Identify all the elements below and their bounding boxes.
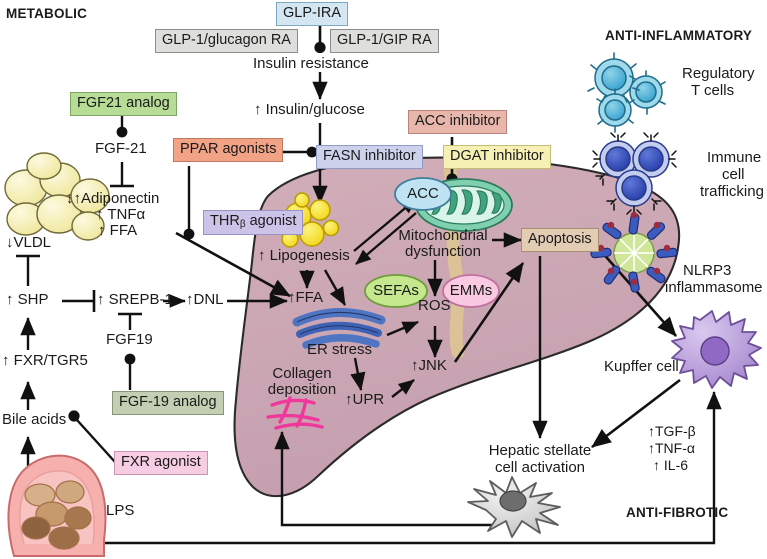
- label-hepatic-stellate-line2: cell activation: [494, 459, 586, 476]
- arrow-kupffer-hsc: [591, 378, 681, 449]
- kupffer-cell-graphic: [671, 310, 762, 389]
- intestine-graphic: [7, 454, 107, 557]
- label-fxr-tgr5: ↑ FXR/TGR5: [2, 352, 88, 369]
- label-nlrp3-line1: NLRP3: [683, 262, 732, 279]
- drug-box-ppar-agonists[interactable]: PPAR agonists: [173, 138, 284, 162]
- label-collagen-deposition-line1: Collagen: [272, 365, 332, 382]
- label-vldl: ↓VLDL: [6, 234, 52, 251]
- inhibit-dot-glp1ra: [314, 41, 326, 54]
- drug-box-fxr-agonist[interactable]: FXR agonist: [114, 451, 208, 475]
- label-upr: ↑UPR: [345, 391, 385, 408]
- label-fgf19: FGF19: [106, 331, 153, 348]
- arrow-lipogenesis-acc: [353, 198, 417, 252]
- label-insulin-resistance: Insulin resistance: [253, 55, 369, 72]
- label-insulin-glucose: ↑ Insulin/glucose: [254, 101, 365, 118]
- drug-box-fasn-inhibitor[interactable]: FASN inhibitor: [316, 145, 423, 169]
- drug-box-dgat-inhibitor[interactable]: DGAT inhibitor: [443, 145, 551, 169]
- line-fxragonist-intestine: [76, 419, 116, 463]
- acc-oval-graphic: [394, 177, 452, 211]
- label-jnk: ↑JNK: [411, 357, 447, 374]
- label-lipogenesis: ↑ Lipogenesis: [258, 247, 350, 264]
- drug-box-fgf21-analog[interactable]: FGF21 analog: [70, 92, 177, 116]
- label-regulatory-t-cells-line1: Regulatory: [682, 65, 755, 82]
- label-immune-trafficking-line3: trafficking: [700, 183, 764, 200]
- drug-box-glp1-gip-ra[interactable]: GLP-1/GIP RA: [330, 29, 439, 53]
- label-adiponectin: ↓↑Adiponectin: [66, 190, 160, 207]
- label-collagen-deposition-line2: deposition: [267, 381, 337, 398]
- arrow-lipogenesis-erstress: [323, 269, 347, 306]
- section-title-metabolic: METABOLIC: [6, 6, 88, 21]
- drug-box-glp1-glucagon-ra[interactable]: GLP-1/glucagon RA: [155, 29, 298, 53]
- section-title-anti-inflammatory: ANTI-INFLAMMATORY: [605, 28, 753, 43]
- label-shp: ↑ SHP: [6, 291, 49, 308]
- label-er-stress: ER stress: [307, 341, 373, 358]
- inhibit-dot-fgf19analog: [124, 353, 136, 365]
- collagen-graphic: [266, 396, 324, 430]
- label-ffa-adipose: ↑ FFA: [98, 222, 138, 239]
- arrow-adipokines-to-ffa: [175, 231, 291, 298]
- label-ros: ROS: [418, 297, 451, 314]
- label-srepb1: ↑ SREPB-1: [97, 291, 173, 308]
- label-immune-trafficking-line1: Immune: [707, 149, 762, 166]
- label-lps: LPS: [106, 502, 135, 519]
- label-tnfa: ↑ TNFα: [96, 206, 146, 223]
- arrow-hsc-collagen: [274, 431, 492, 527]
- nlrp3-inflammasome-graphic: [590, 211, 678, 293]
- label-mito-dysfunction-line2: dysfunction: [405, 243, 481, 260]
- drug-box-glp1ra[interactable]: GLP-IRA: [276, 2, 349, 26]
- regulatory-t-cells-graphic: [587, 52, 666, 133]
- arrow-acc-lipogenesis: [355, 212, 417, 265]
- label-tgf-beta: ↑TGF-β: [648, 423, 696, 439]
- label-bile-acids: Bile acids: [2, 411, 67, 428]
- arrow-erstress-ros: [386, 320, 419, 337]
- drug-box-thr-beta-agonist[interactable]: THRβ agonist: [203, 210, 304, 235]
- label-dnl: ↑DNL: [186, 291, 224, 308]
- inhibit-dot-ppar: [306, 146, 318, 158]
- label-immune-trafficking-line2: cell: [722, 166, 745, 183]
- inhibit-dot-ppar-adipose: [183, 228, 195, 240]
- arrow-lps-kupffer: [100, 391, 722, 545]
- label-il6: ↑ IL-6: [653, 457, 689, 473]
- drug-box-fgf19-analog[interactable]: FGF-19 analog: [112, 391, 224, 415]
- inhibit-dot-fgf21: [116, 126, 128, 138]
- sefas-oval-graphic: [364, 274, 428, 308]
- arrow-apoptosis-kupffer: [599, 249, 677, 337]
- adipose-tissue-graphic: [4, 152, 110, 241]
- emms-oval-graphic: [442, 274, 500, 308]
- label-hepatic-stellate-line1: Hepatic stellate: [488, 442, 592, 459]
- label-regulatory-t-cells-line2: T cells: [691, 82, 735, 99]
- hepatic-stellate-cell-graphic: [467, 476, 561, 538]
- arrow-jnk-apoptosis: [453, 262, 525, 363]
- arrow-upr-jnk: [391, 379, 415, 398]
- label-tnf-alpha: ↑TNF-α: [648, 440, 695, 456]
- label-nlrp3-line2: inflammasome: [665, 279, 763, 296]
- section-title-anti-fibrotic: ANTI-FIBROTIC: [626, 505, 729, 520]
- inhibit-dot-fxragonist: [68, 410, 80, 422]
- label-kupffer-cell: Kupffer cell: [604, 358, 679, 375]
- label-acc: ACC: [407, 185, 439, 202]
- immune-cells-graphic: [592, 132, 677, 215]
- drug-box-apoptosis[interactable]: Apoptosis: [521, 228, 599, 252]
- label-fgf21: FGF-21: [95, 140, 147, 157]
- label-sefas: SEFAs: [373, 282, 419, 299]
- drug-box-acc-inhibitor[interactable]: ACC inhibitor: [408, 110, 508, 134]
- er-graphic: [292, 308, 386, 349]
- arrow-erstress-upr: [350, 357, 366, 391]
- label-ffa-liver: ↑FFA: [288, 289, 324, 306]
- label-mito-dysfunction-line1: Mitochondrial: [398, 227, 488, 244]
- thr-beta-agonist-label: THRβ agonist: [210, 213, 297, 230]
- label-emms: EMMs: [449, 282, 493, 299]
